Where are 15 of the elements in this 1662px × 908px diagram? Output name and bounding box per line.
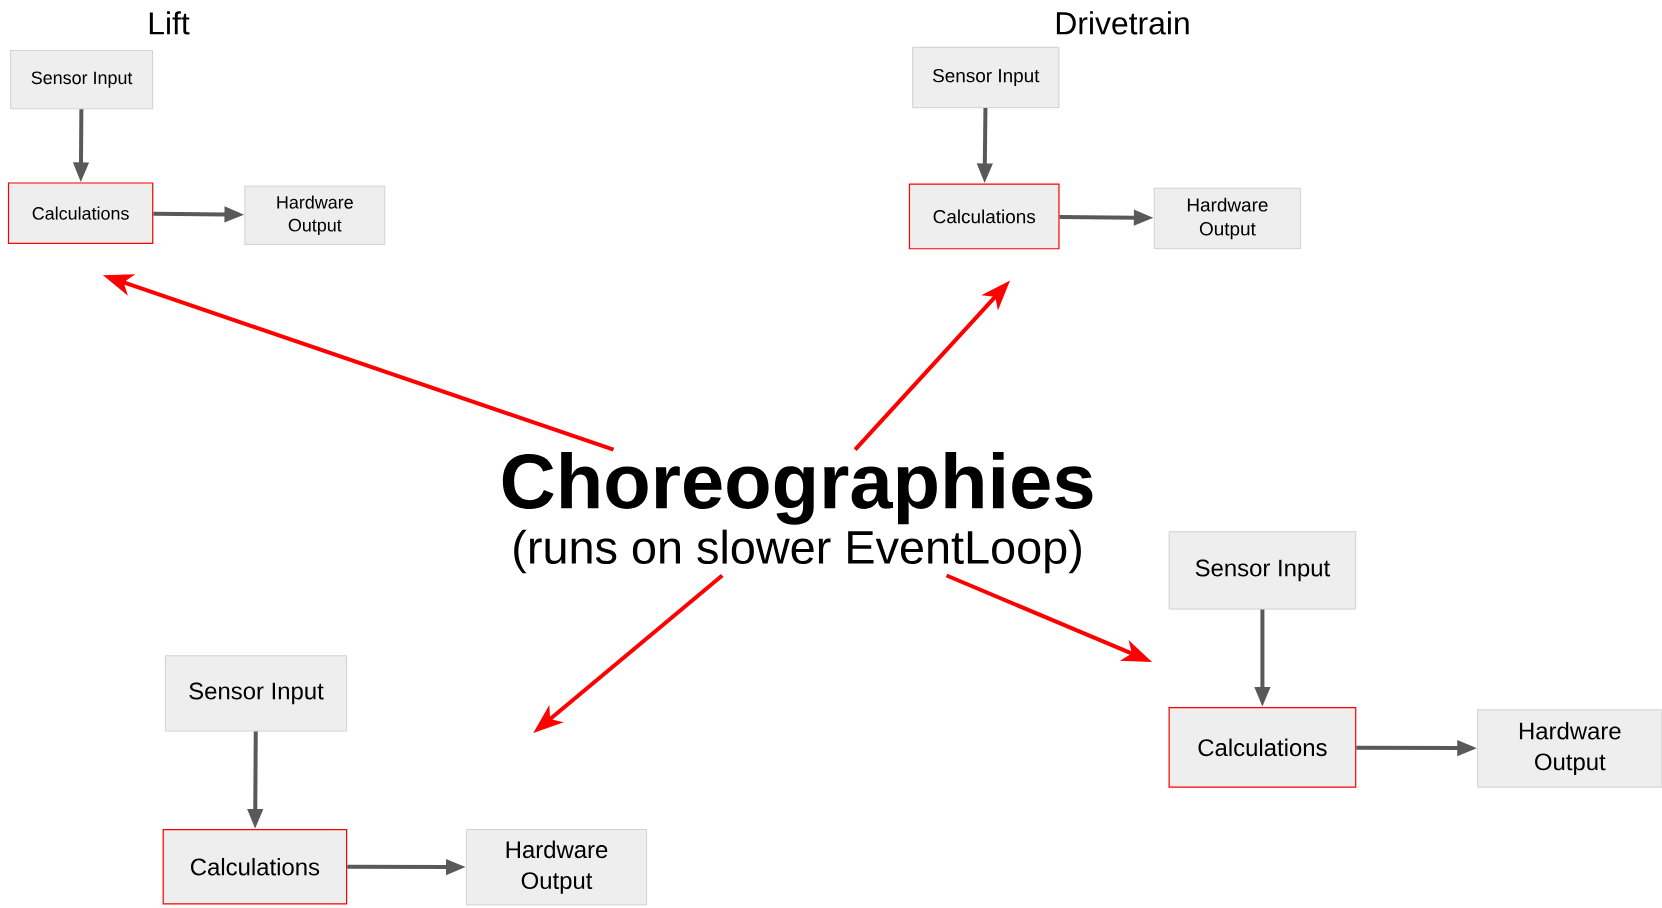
- process-box: Hardware Output: [244, 185, 386, 245]
- process-box: Sensor Input: [164, 655, 348, 732]
- process-box: Hardware Output: [1153, 187, 1301, 250]
- heading: Choreographies (runs on slower EventLoop): [502, 451, 1093, 574]
- process-box: Calculations: [7, 182, 154, 244]
- group-title: Drivetrain: [1056, 11, 1189, 35]
- process-box: Calculations: [162, 829, 348, 905]
- process-box: Hardware Output: [1477, 709, 1662, 788]
- process-box: Sensor Input: [912, 46, 1060, 109]
- group-title: Lift: [149, 11, 190, 35]
- process-box: Calculations: [908, 183, 1060, 250]
- process-box: Sensor Input: [10, 50, 153, 110]
- process-box: Hardware Output: [466, 829, 647, 906]
- process-box: Sensor Input: [1168, 531, 1357, 610]
- process-box: Calculations: [1168, 707, 1357, 788]
